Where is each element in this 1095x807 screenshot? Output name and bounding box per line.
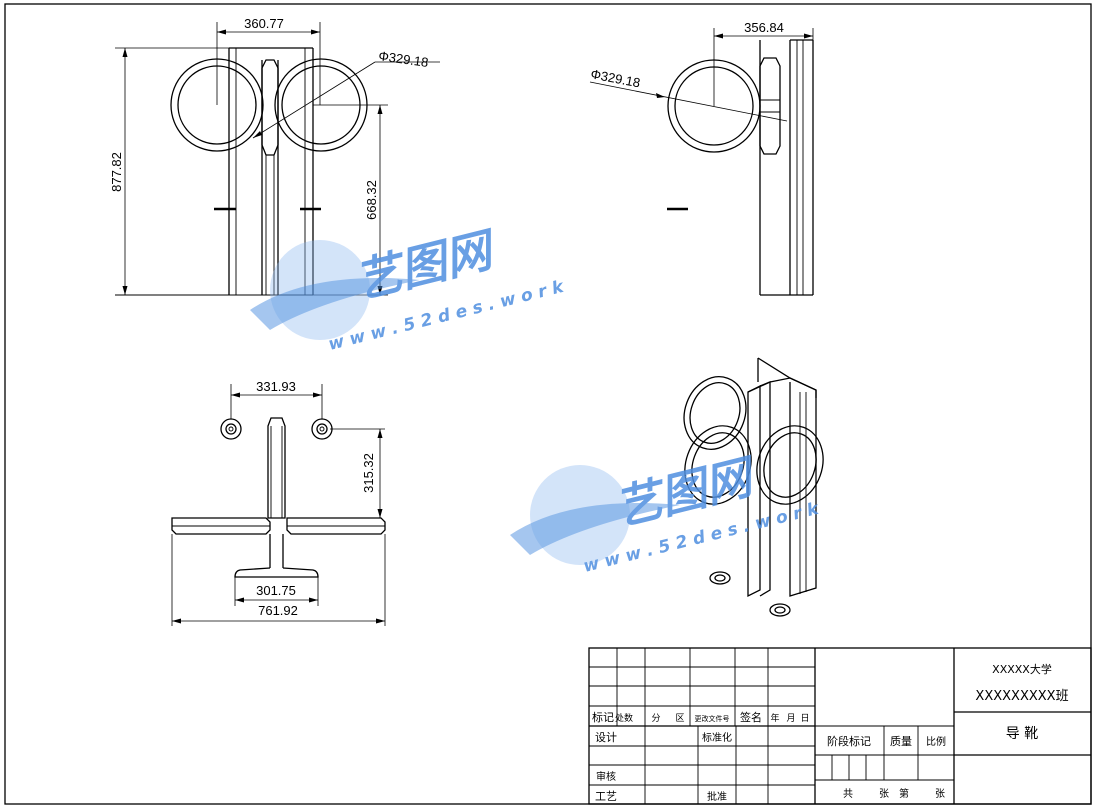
school-name: XXXXX大学	[992, 662, 1052, 676]
rev-header-zone: 区	[675, 713, 684, 724]
watermark-1: 艺图网 w w w . 5 2 d e s . w o r k	[250, 221, 567, 355]
rev-header-sign: 签名	[740, 710, 762, 724]
dim-front-height: 877.82	[109, 152, 124, 192]
sheet-unit-label-1: 张	[879, 788, 889, 800]
watermark-2: 艺图网 w w w . 5 2 d e s . w o r k	[510, 448, 822, 577]
side-view	[667, 39, 814, 296]
dim-top-base: 301.75	[256, 583, 296, 598]
part-name: 导 靴	[1006, 726, 1038, 742]
rev-header-count: 处数	[615, 712, 633, 724]
dim-front-diameter: Φ329.18	[378, 48, 430, 70]
dim-front-inner-height: 668.32	[364, 180, 379, 220]
title-block: 标记 处数 分 区 更改文件号 签名 年 月 日 设计 标准化 审核 工艺 批准…	[588, 647, 1092, 805]
top-view	[171, 417, 386, 578]
role-process: 工艺	[595, 790, 617, 803]
stage-mark-label: 阶段标记	[827, 734, 871, 748]
sheet-total-label: 共	[843, 788, 853, 800]
rev-header-year: 年	[770, 712, 779, 724]
weight-label: 质量	[890, 735, 912, 748]
role-approve: 批准	[707, 790, 727, 803]
top-view-dimensions: 331.93 315.32 301.75 761.92	[171, 379, 386, 626]
dim-top-total: 761.92	[258, 603, 298, 618]
scale-label: 比例	[926, 735, 946, 748]
role-design: 设计	[595, 731, 617, 744]
dim-front-width: 360.77	[244, 16, 284, 31]
front-view-dimensions: 360.77 877.82 668.32 Φ329.18	[109, 16, 440, 296]
rev-header-div: 分	[651, 713, 660, 724]
rev-header-month: 月	[786, 713, 795, 724]
sheet-no-label: 第	[899, 787, 909, 800]
watermark-name: 艺图网	[350, 221, 503, 308]
dim-top-width: 331.93	[256, 379, 296, 394]
role-review: 审核	[596, 770, 616, 783]
rev-header-mark: 标记	[592, 710, 614, 724]
dim-top-height: 315.32	[361, 453, 376, 493]
drawing-frame	[4, 3, 1092, 805]
front-view	[115, 47, 368, 296]
rev-header-doc: 更改文件号	[695, 714, 730, 723]
role-standardize: 标准化	[702, 731, 732, 744]
class-name: XXXXXXXXX班	[975, 689, 1068, 704]
dim-side-width: 356.84	[744, 20, 784, 35]
sheet-unit-label-2: 张	[935, 788, 945, 800]
rev-header-day: 日	[800, 713, 809, 724]
isometric-view	[683, 357, 824, 617]
